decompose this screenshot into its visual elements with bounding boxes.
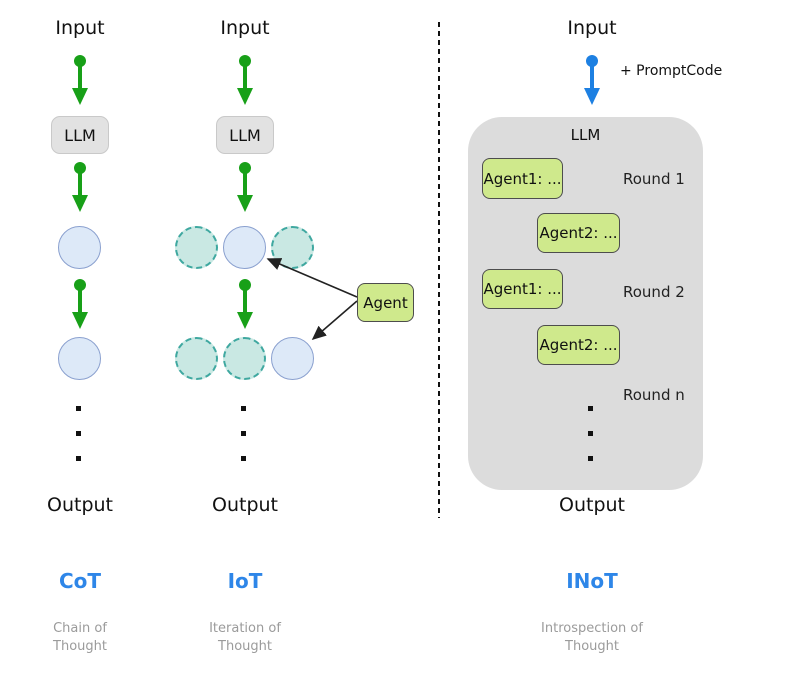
- iot-candidate-node: [175, 337, 218, 380]
- down-arrow-icon: [72, 162, 88, 212]
- agent-pointer-arrows: [266, 258, 358, 341]
- iot-llm-label: LLM: [229, 125, 261, 145]
- inot-output-label: Output: [559, 494, 625, 516]
- ellipsis-dot: [76, 431, 81, 436]
- ellipsis-dot: [76, 406, 81, 411]
- inot-promptcode-label: + PromptCode: [620, 63, 723, 79]
- dashed-divider: [438, 22, 440, 518]
- down-arrow-icon: [72, 55, 88, 105]
- iot-llm-box: LLM: [216, 116, 274, 154]
- inot-acronym: INoT: [566, 569, 618, 593]
- cot-fullname: Chain of Thought: [53, 621, 107, 655]
- inot-round1-label: Round 1: [623, 170, 685, 188]
- cot-input-label: Input: [55, 17, 105, 39]
- ellipsis-dot: [588, 456, 593, 461]
- inot-agent2-round1-box: Agent2: ...: [537, 213, 620, 253]
- inot-ellipsis: [588, 406, 593, 461]
- ellipsis-dot: [588, 406, 593, 411]
- inot-round2-label: Round 2: [623, 283, 685, 301]
- inot-agent2-round2-box: Agent2: ...: [537, 325, 620, 365]
- iot-agent-label: Agent: [363, 293, 408, 312]
- cot-llm-box: LLM: [51, 116, 109, 154]
- ellipsis-dot: [588, 431, 593, 436]
- iot-acronym: IoT: [227, 569, 263, 593]
- inot-agent1-round2-box: Agent1: ...: [482, 269, 563, 309]
- down-arrow-blue-icon: [584, 55, 600, 105]
- cot-acronym: CoT: [58, 569, 102, 593]
- inot-agent1-round2-label: Agent1: ...: [483, 280, 562, 298]
- down-arrow-icon: [72, 279, 88, 329]
- ellipsis-dot: [76, 456, 81, 461]
- inot-llm-label: LLM: [570, 126, 601, 144]
- cot-thought-node-2: [58, 337, 101, 380]
- iot-selected-node-1: [223, 226, 266, 269]
- down-arrow-icon: [237, 55, 253, 105]
- iot-agent-box: Agent: [357, 283, 414, 322]
- inot-agent2-round1-label: Agent2: ...: [539, 224, 618, 242]
- iot-ellipsis: [241, 406, 246, 461]
- down-arrow-icon: [237, 162, 253, 212]
- iot-candidate-node: [223, 337, 266, 380]
- iot-output-label: Output: [212, 494, 278, 516]
- cot-llm-label: LLM: [64, 125, 96, 145]
- inot-input-label: Input: [567, 17, 617, 39]
- down-arrow-icon: [237, 279, 253, 329]
- ellipsis-dot: [241, 406, 246, 411]
- cot-thought-node-1: [58, 226, 101, 269]
- cot-ellipsis: [76, 406, 81, 461]
- ellipsis-dot: [241, 431, 246, 436]
- inot-fullname: Introspection of Thought: [541, 621, 643, 655]
- cot-output-label: Output: [47, 494, 113, 516]
- iot-fullname: Iteration of Thought: [209, 621, 281, 655]
- iot-input-label: Input: [220, 17, 270, 39]
- inot-agent1-round1-label: Agent1: ...: [483, 169, 562, 188]
- iot-selected-node-2: [271, 337, 314, 380]
- iot-candidate-node: [175, 226, 218, 269]
- ellipsis-dot: [241, 456, 246, 461]
- inot-agent2-round2-label: Agent2: ...: [539, 336, 618, 354]
- inot-agent1-round1-box: Agent1: ...: [482, 158, 563, 199]
- iot-candidate-node: [271, 226, 314, 269]
- inot-round-n-label: Round n: [623, 386, 685, 404]
